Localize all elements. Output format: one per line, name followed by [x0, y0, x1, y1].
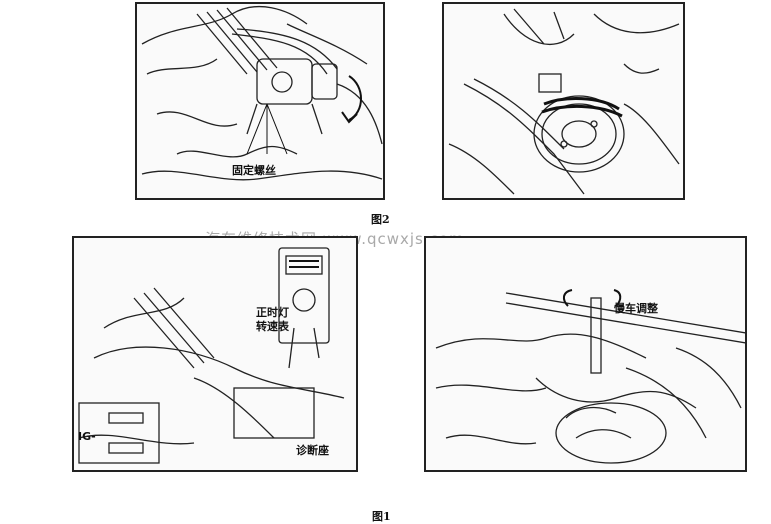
idle-adjust-label: 慢车调整	[614, 302, 658, 315]
distributor-illustration	[141, 6, 383, 181]
panel-distributor: 固定螺丝	[135, 2, 385, 200]
timing-light-label: 正时灯	[256, 306, 289, 319]
panel-idle-adjust: 慢车调整	[424, 236, 747, 472]
timing-light-illustration	[78, 247, 345, 464]
figure-2-caption: 图2	[371, 213, 390, 226]
panel-crank-pulley	[442, 2, 685, 200]
panel-timing-light: 正时灯 转速表 诊断座 IG-	[72, 236, 358, 472]
ig-terminal-label: IG-	[78, 430, 96, 443]
idle-adjust-illustration	[435, 289, 745, 464]
fixing-screw-label: 固定螺丝	[232, 164, 276, 177]
diagnostic-connector-label: 诊断座	[296, 444, 329, 457]
tachometer-label: 转速表	[256, 320, 289, 333]
figure-1-caption: 图1	[372, 510, 391, 523]
crank-pulley-illustration	[448, 8, 680, 195]
